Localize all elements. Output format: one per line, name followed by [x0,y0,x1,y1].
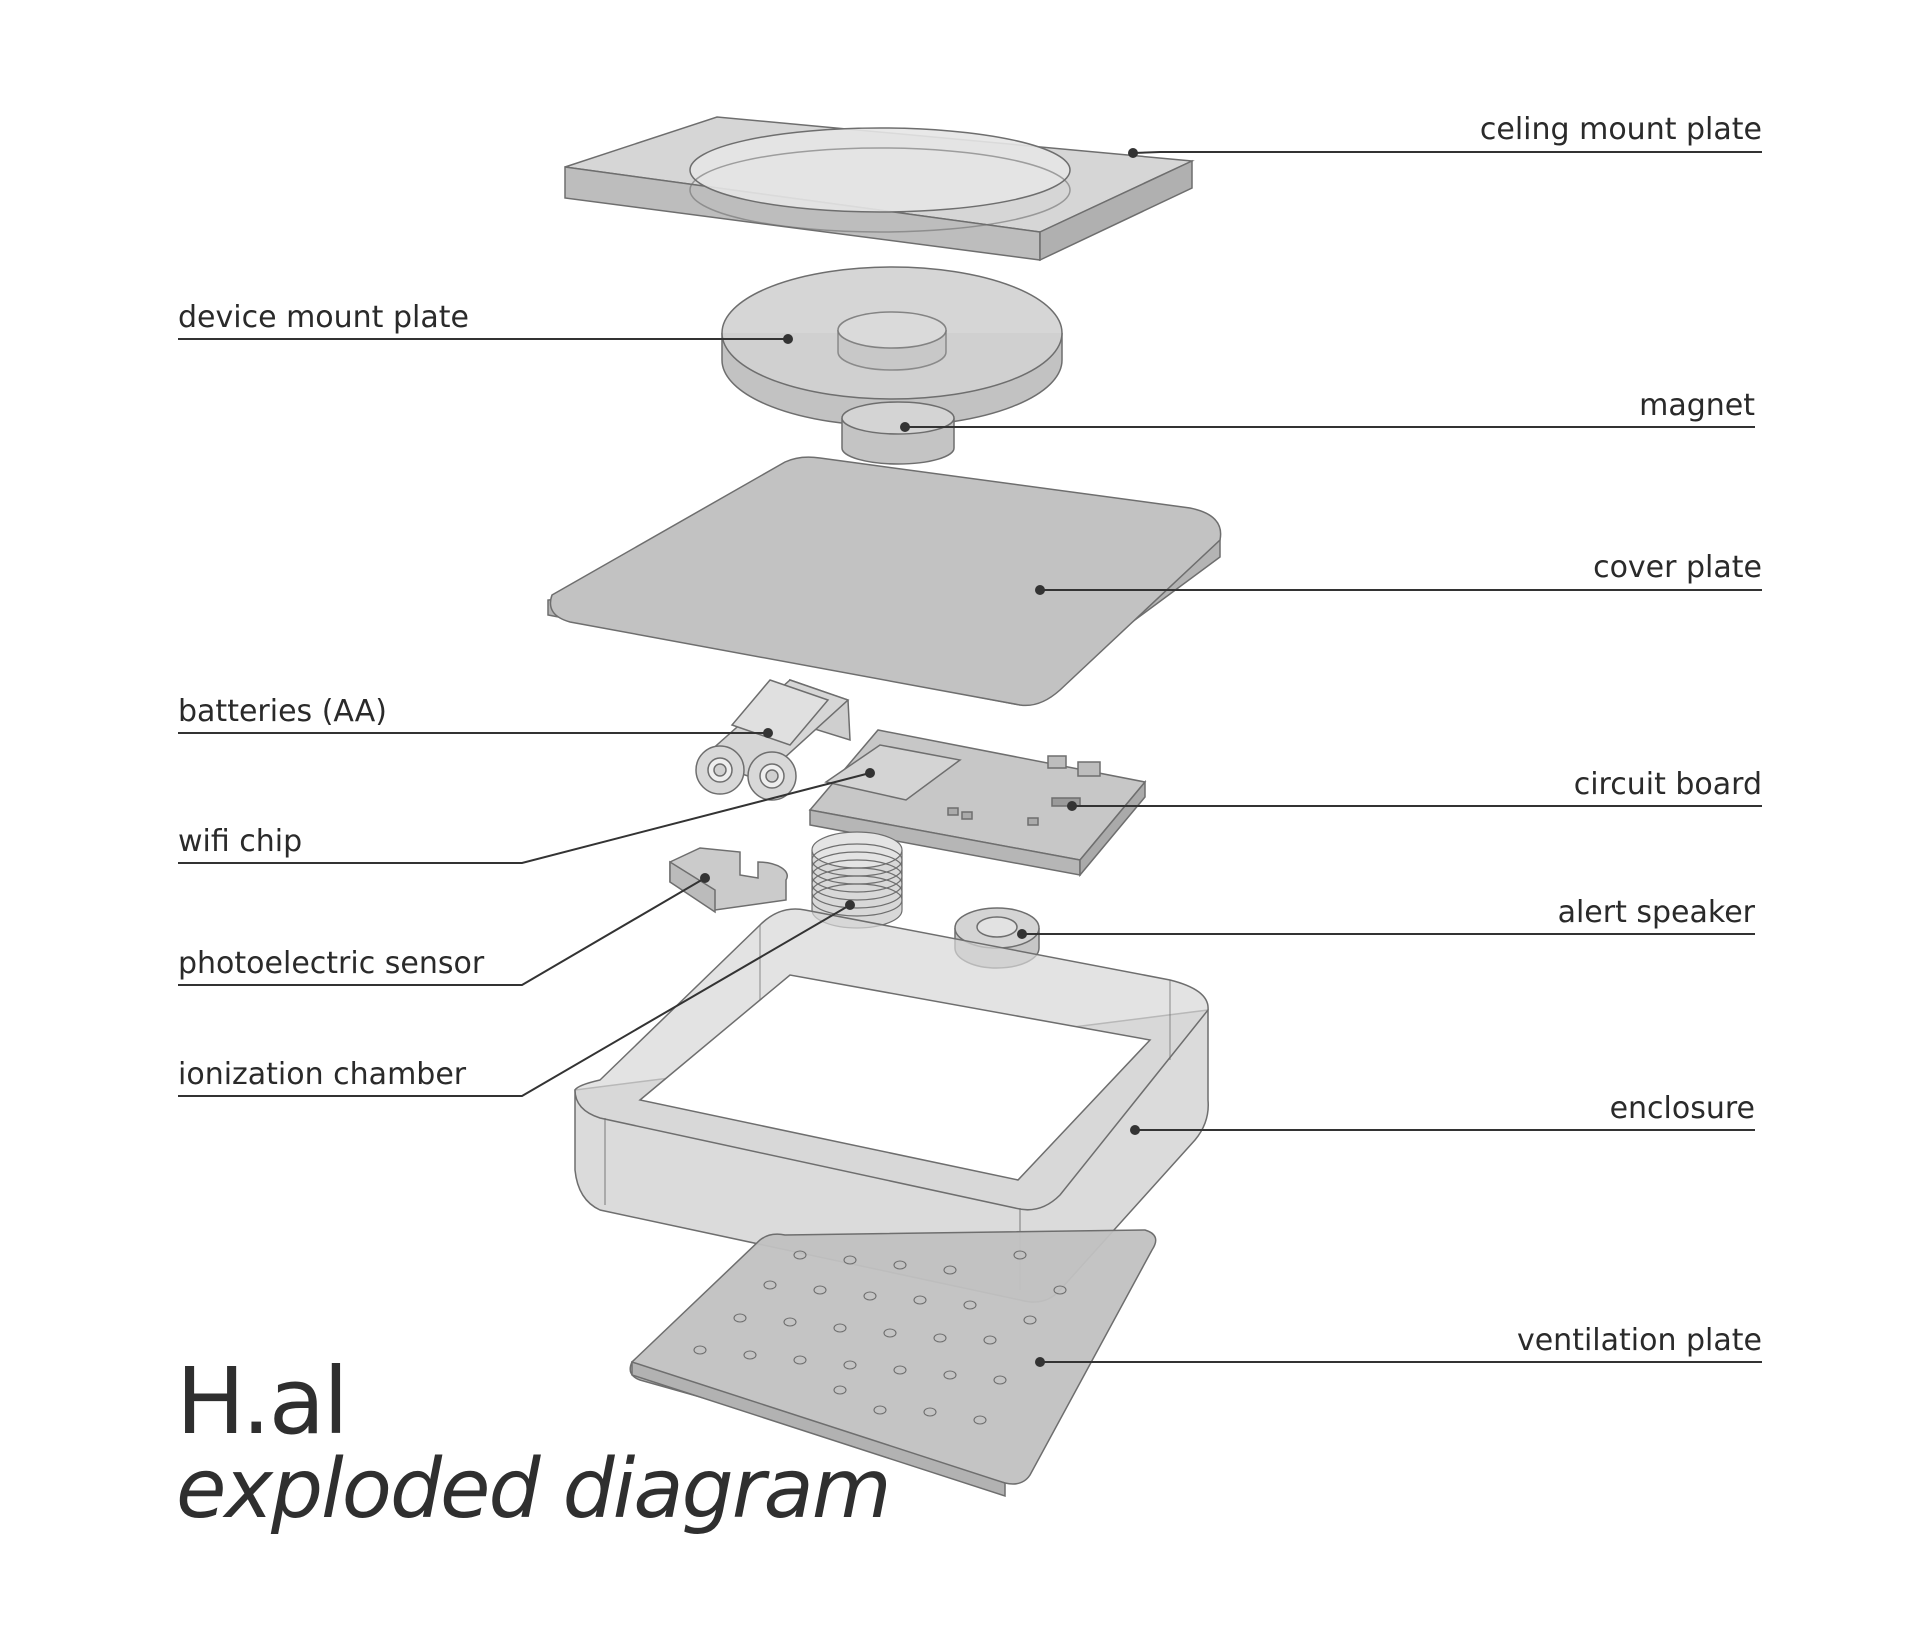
title-subtitle: exploded diagram [176,1442,892,1537]
cover-plate [547,456,1222,707]
label-cover-plate: cover plate [1593,550,1762,585]
label-celing-mount-plate: celing mount plate [1479,112,1762,147]
label-ventilation-plate: ventilation plate [1516,1323,1762,1358]
leader-ionization-chamber [178,904,851,1097]
batteries [695,678,851,801]
label-alert-speaker: alert speaker [1557,895,1755,930]
label-enclosure: enclosure [1609,1091,1755,1126]
ventilation-plate [629,1229,1157,1498]
photoelectric-sensor [669,847,788,914]
magnet [841,401,955,465]
vent-holes [693,1250,1067,1425]
leader-dots [700,148,1140,1367]
label-ionization-chamber: ionization chamber [178,1057,467,1092]
title-product-name: H.al [176,1348,349,1455]
leader-ceiling-mount-plate [1132,151,1762,154]
label-device-mount-plate: device mount plate [178,300,469,335]
circuit-board [808,729,1147,878]
ceiling-mount-plate [564,116,1195,262]
label-magnet: magnet [1639,388,1755,423]
label-wifi-chip: wifi chip [178,824,303,859]
leader-photoelectric-sensor [178,877,706,986]
leader-wifi-chip [178,772,871,864]
label-photoelectric-sensor: photoelectric sensor [178,946,485,981]
label-batteries: batteries (AA) [178,694,387,729]
enclosure [574,908,1209,1303]
label-circuit-board: circuit board [1573,767,1762,802]
leader-lines [178,151,1762,1363]
